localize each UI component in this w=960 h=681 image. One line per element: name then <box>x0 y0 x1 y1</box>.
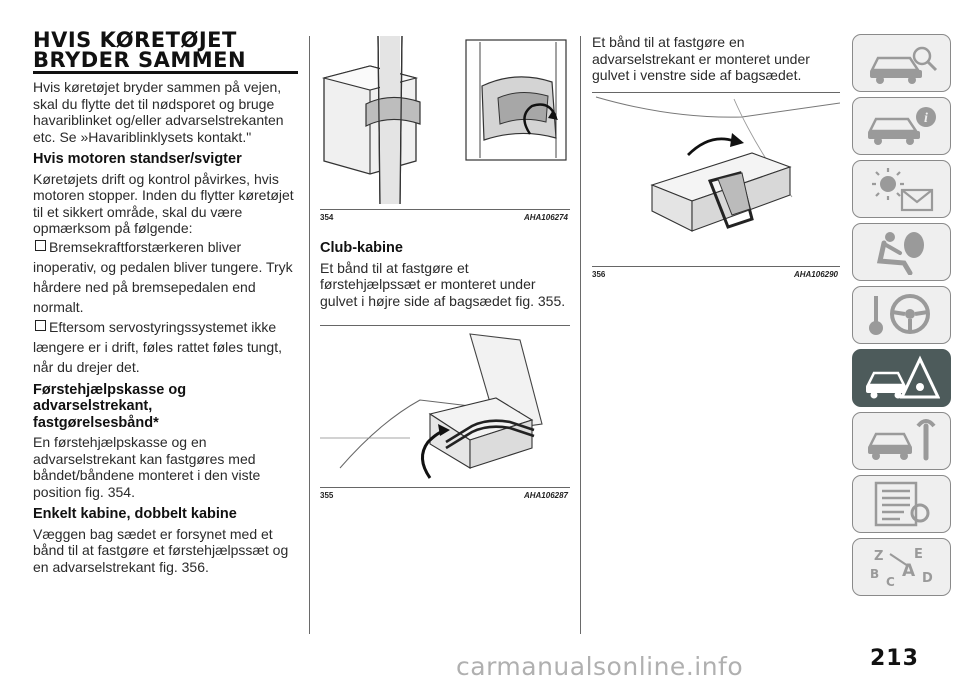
svg-text:Z: Z <box>874 549 883 564</box>
car-service-wrench-icon <box>867 419 936 461</box>
wall-strap-triangle-illustration <box>595 96 841 232</box>
under-seat-strap-illustration <box>320 333 543 479</box>
column-right-paragraph: Et bånd til at fastgøre en advarselstrek… <box>592 34 810 83</box>
figure-number: 354 <box>320 213 334 222</box>
alphabetical-index-icon: Z E B C A D <box>870 547 933 589</box>
figure-caption: 354 AHA106274 <box>320 210 570 222</box>
column-middle: 354 AHA106274 Club-kabine Et bånd til at… <box>320 35 570 500</box>
svg-text:A: A <box>902 561 916 581</box>
club-cab-heading: Club-kabine <box>320 240 403 256</box>
first-aid-heading: Førstehjælpskasse og advarselstrekant, f… <box>33 382 298 432</box>
figure-rule <box>592 265 840 267</box>
page-number: 213 <box>870 646 919 671</box>
steering-key-icon <box>868 294 930 335</box>
first-aid-heading-line-1: Førstehjælpskasse og <box>33 381 187 398</box>
bullet-steering-first: Eftersom servostyringssystemet ikke <box>49 318 277 335</box>
seat-airbag-icon <box>876 232 924 275</box>
page-title: HVIS KØRETØJET BRYDER SAMMEN <box>33 28 298 72</box>
figure-code: AHA106287 <box>523 491 568 500</box>
tab-car-info[interactable]: i <box>852 97 951 155</box>
checkbox-bullet-icon <box>35 239 46 251</box>
club-cab-paragraph: Et bånd til at fastgøre et førstehjælpss… <box>320 259 566 309</box>
watermark: carmanualsonline.info <box>456 652 744 681</box>
page-title-line-1: HVIS KØRETØJET <box>33 28 237 52</box>
tab-steering-key[interactable] <box>852 286 951 344</box>
figure-rule <box>320 487 570 488</box>
engine-stop-paragraph: Køretøjets drift og kontrol påvirkes, hv… <box>33 170 294 237</box>
svg-text:D: D <box>922 571 933 586</box>
bullet-steering-rest: længere er i drift, føles rattet føles t… <box>33 338 282 375</box>
specifications-list-icon <box>874 481 929 527</box>
column-divider <box>309 36 310 634</box>
figure-caption: 356 AHA106290 <box>592 267 840 279</box>
single-cab-paragraph: Væggen bag sædet er forsynet med et bånd… <box>33 525 289 575</box>
car-info-icon: i <box>867 107 936 145</box>
title-underline <box>33 71 298 74</box>
page-title-line-2: BRYDER SAMMEN <box>33 48 247 72</box>
figure-rule <box>320 209 570 210</box>
svg-text:E: E <box>914 547 923 562</box>
engine-stop-heading: Hvis motoren standser/svigter <box>33 151 242 167</box>
single-cab-heading: Enkelt kabine, dobbelt kabine <box>33 506 237 522</box>
figure-number: 355 <box>320 491 334 500</box>
warning-light-envelope-icon <box>871 168 933 212</box>
tab-warning-lights[interactable] <box>852 160 951 218</box>
strap-box-illustration <box>321 35 567 205</box>
column-divider <box>580 36 581 634</box>
figure-caption: 355 AHA106287 <box>320 488 570 500</box>
first-aid-heading-line-3: fastgørelsesbånd* <box>33 414 159 431</box>
figure-354: 354 AHA106274 <box>320 35 570 222</box>
bullet-brake-rest: inoperativ, og pedalen bliver tungere. T… <box>33 258 293 315</box>
checkbox-bullet-icon <box>35 319 46 331</box>
bullet-brake-first: Bremsekraftforstærkeren bliver <box>49 238 242 255</box>
figure-code: AHA106290 <box>793 269 838 279</box>
tab-emergency[interactable] <box>852 349 951 407</box>
tab-specifications[interactable] <box>852 475 951 533</box>
figure-rule <box>320 325 570 326</box>
svg-text:i: i <box>924 111 928 126</box>
first-aid-heading-line-2: advarselstrekant, <box>33 398 153 414</box>
figure-code: AHA106274 <box>523 213 568 222</box>
svg-text:B: B <box>870 567 879 581</box>
intro-paragraph: Hvis køretøjet bryder sammen på vejen, s… <box>33 79 284 145</box>
figure-355: 355 AHA106287 <box>320 326 570 500</box>
car-emergency-triangle-icon <box>865 355 940 399</box>
tab-service[interactable] <box>852 412 951 470</box>
first-aid-paragraph: En førstehjælpskasse og en advarselstrek… <box>33 434 261 500</box>
car-search-icon <box>869 46 937 84</box>
chapter-tabs: i <box>852 34 951 601</box>
bullet-brake: Bremsekraftforstærkeren bliver inoperati… <box>33 237 298 317</box>
tab-index[interactable]: Z E B C A D <box>852 538 951 596</box>
bullet-steering: Eftersom servostyringssystemet ikke læng… <box>33 317 298 377</box>
tab-seat-airbag[interactable] <box>852 223 951 281</box>
tab-car-search[interactable] <box>852 34 951 92</box>
column-right: Et bånd til at fastgøre en advarselstrek… <box>592 34 841 279</box>
figure-number: 356 <box>592 269 606 279</box>
column-left: HVIS KØRETØJET BRYDER SAMMEN Hvis køretø… <box>33 30 298 581</box>
svg-text:C: C <box>886 575 895 589</box>
figure-rule <box>592 91 840 93</box>
figure-356: 356 AHA106290 <box>592 93 841 279</box>
